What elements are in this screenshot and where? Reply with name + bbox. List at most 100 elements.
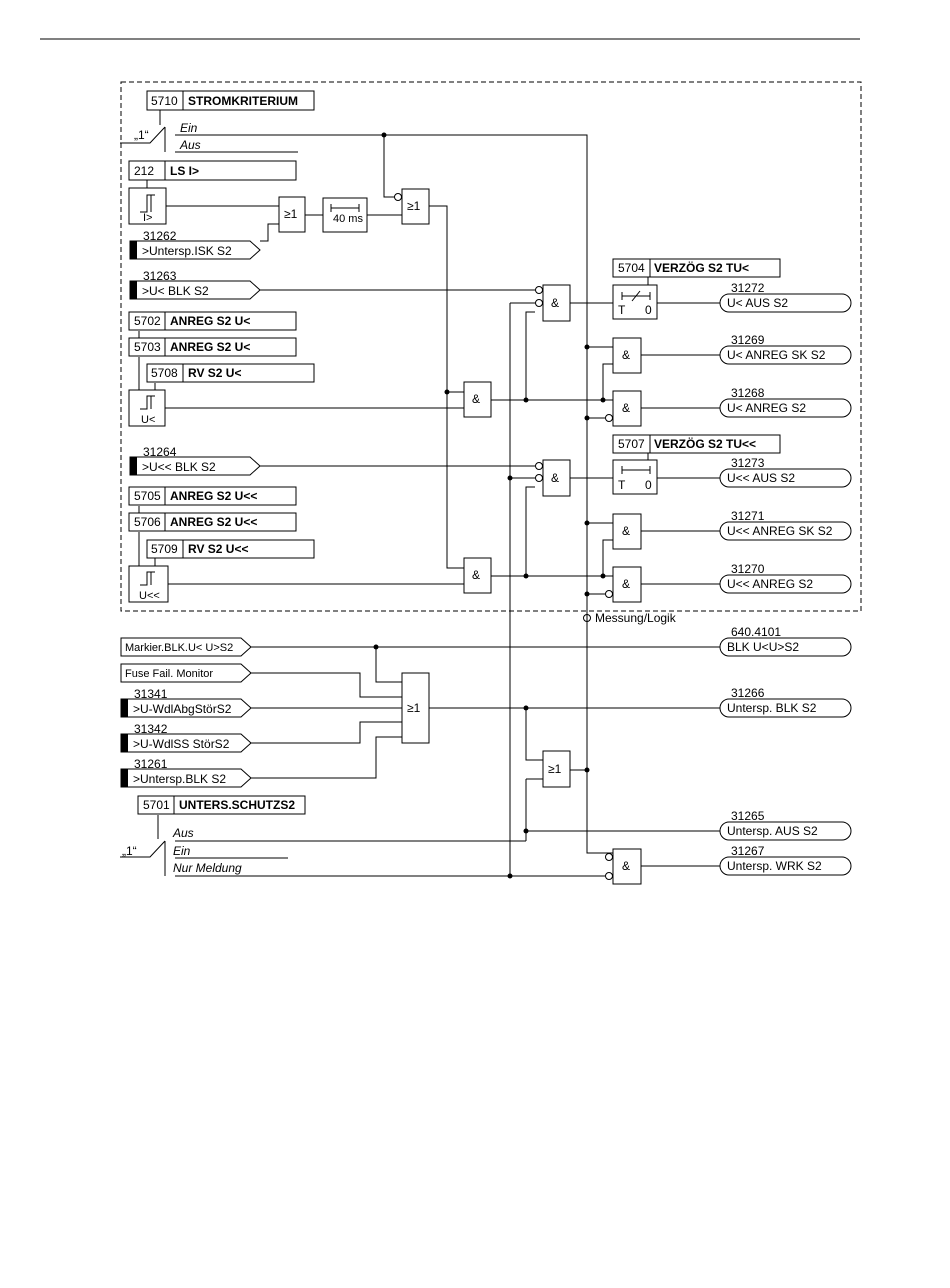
and-gate-u1-main: &: [535, 284, 571, 322]
output-31269: 31269 U< ANREG SK S2: [719, 333, 852, 365]
timer-5704: T 0: [612, 284, 658, 320]
svg-text:&: &: [622, 577, 630, 591]
svg-text:&: &: [472, 392, 480, 406]
svg-text:RV S2 U<<: RV S2 U<<: [188, 542, 248, 556]
svg-text:U< AUS S2: U< AUS S2: [727, 296, 788, 310]
and-gate-u1-sk: &: [612, 337, 642, 374]
svg-text:Aus: Aus: [179, 138, 201, 152]
svg-text:31262: 31262: [143, 229, 177, 243]
svg-text:U< ANREG SK S2: U< ANREG SK S2: [727, 348, 826, 362]
svg-text:≥1: ≥1: [407, 199, 421, 213]
svg-text:>U< BLK S2: >U< BLK S2: [142, 284, 209, 298]
svg-text:5704: 5704: [618, 261, 645, 275]
svg-text:>U-WdlSS StörS2: >U-WdlSS StörS2: [133, 737, 230, 751]
threshold-u2: U<<: [128, 565, 169, 603]
svg-text:T: T: [618, 303, 626, 317]
svg-text:&: &: [472, 568, 480, 582]
svg-text:BLK U<U>S2: BLK U<U>S2: [727, 640, 799, 654]
output-31266: 31266 Untersp. BLK S2: [719, 686, 852, 718]
svg-text:T: T: [618, 478, 626, 492]
output-31272: 31272 U< AUS S2: [719, 281, 852, 313]
and-gate-u1-pickup: &: [463, 381, 492, 418]
svg-text:640.4101: 640.4101: [731, 625, 781, 639]
and-gate-u2-main: &: [535, 459, 571, 497]
svg-text:>U<< BLK S2: >U<< BLK S2: [142, 460, 216, 474]
svg-text:RV S2 U<: RV S2 U<: [188, 366, 241, 380]
svg-text:5706: 5706: [134, 515, 161, 529]
svg-text:31271: 31271: [731, 509, 765, 523]
svg-text:>U-WdlAbgStörS2: >U-WdlAbgStörS2: [133, 702, 232, 716]
junctions: [373, 132, 606, 879]
wires: [120, 110, 720, 877]
svg-text:31272: 31272: [731, 281, 765, 295]
param-5701: 5701 UNTERS.SCHUTZS2: [137, 795, 306, 815]
svg-text:I>: I>: [143, 212, 152, 224]
and-gate-wrk: &: [605, 848, 642, 885]
param-5705: 5705 ANREG S2 U<<: [128, 486, 297, 506]
delay-40ms: 40 ms: [322, 197, 368, 233]
svg-text:>Untersp.BLK S2: >Untersp.BLK S2: [133, 772, 226, 786]
svg-text:31269: 31269: [731, 333, 765, 347]
svg-text:212: 212: [134, 164, 154, 178]
svg-text:5705: 5705: [134, 489, 161, 503]
svg-text:Ein: Ein: [173, 844, 191, 858]
svg-text:&: &: [622, 348, 630, 362]
param-5702: 5702 ANREG S2 U<: [128, 311, 297, 331]
svg-text:U<: U<: [141, 414, 155, 426]
param-5710: 5710 STROMKRITERIUM: [146, 90, 315, 111]
svg-text:5702: 5702: [134, 314, 161, 328]
svg-text:&: &: [622, 524, 630, 538]
input-fuse: Fuse Fail. Monitor: [120, 663, 252, 683]
input-31261: 31261 >Untersp.BLK S2: [120, 757, 252, 788]
svg-text:U<< ANREG S2: U<< ANREG S2: [727, 577, 813, 591]
svg-text:31268: 31268: [731, 386, 765, 400]
input-31264: 31264 >U<< BLK S2: [129, 445, 261, 476]
output-31271: 31271 U<< ANREG SK S2: [719, 509, 852, 541]
svg-text:ANREG S2 U<: ANREG S2 U<: [170, 340, 250, 354]
svg-text:VERZÖG S2 TU<: VERZÖG S2 TU<: [654, 260, 749, 275]
svg-text:Fuse Fail. Monitor: Fuse Fail. Monitor: [125, 668, 213, 680]
svg-text:ANREG S2 U<<: ANREG S2 U<<: [170, 489, 257, 503]
svg-text:„1“: „1“: [122, 844, 137, 858]
input-31262: 31262 >Untersp.ISK S2: [129, 229, 261, 260]
svg-text:Nur Meldung: Nur Meldung: [173, 861, 242, 875]
svg-text:U<< AUS S2: U<< AUS S2: [727, 471, 795, 485]
param-212: 212 LS I>: [128, 160, 297, 181]
and-gate-u2-pickup: &: [463, 557, 492, 594]
svg-text:0: 0: [645, 303, 652, 317]
svg-text:≥1: ≥1: [407, 701, 421, 715]
svg-text:U<<: U<<: [139, 590, 160, 602]
svg-text:>Untersp.ISK S2: >Untersp.ISK S2: [142, 244, 232, 258]
or-gate-2: ≥1: [394, 188, 430, 225]
param-5704: 5704 VERZÖG S2 TU<: [612, 258, 781, 278]
svg-text:31266: 31266: [731, 686, 765, 700]
svg-text:5709: 5709: [151, 542, 178, 556]
svg-text:Untersp. AUS S2: Untersp. AUS S2: [727, 824, 818, 838]
param-5707: 5707 VERZÖG S2 TU<<: [612, 434, 781, 454]
svg-text:31342: 31342: [134, 722, 168, 736]
switch-5710: „1“ Ein Aus: [134, 121, 201, 152]
svg-text:40 ms: 40 ms: [333, 213, 363, 225]
threshold-u1: U<: [128, 389, 166, 427]
param-5709: 5709 RV S2 U<<: [146, 539, 315, 559]
param-5708: 5708 RV S2 U<: [146, 363, 315, 383]
svg-text:5703: 5703: [134, 340, 161, 354]
input-31341: 31341 >U-WdlAbgStörS2: [120, 687, 252, 718]
svg-text:31270: 31270: [731, 562, 765, 576]
or-gate-1: ≥1: [278, 196, 306, 233]
svg-text:31341: 31341: [134, 687, 168, 701]
svg-text:5710: 5710: [151, 94, 178, 108]
svg-text:5708: 5708: [151, 366, 178, 380]
or-gate-blk: ≥1: [401, 672, 430, 744]
and-gate-u2-anreg: &: [605, 566, 642, 603]
svg-text:U<< ANREG SK S2: U<< ANREG SK S2: [727, 524, 833, 538]
input-markier: Markier.BLK.U< U>S2: [120, 637, 252, 657]
svg-text:U< ANREG S2: U< ANREG S2: [727, 401, 806, 415]
svg-text:„1“: „1“: [134, 128, 149, 142]
output-31268: 31268 U< ANREG S2: [719, 386, 852, 418]
svg-text:&: &: [551, 296, 559, 310]
svg-text:31263: 31263: [143, 269, 177, 283]
input-31342: 31342 >U-WdlSS StörS2: [120, 722, 252, 753]
svg-text:UNTERS.SCHUTZS2: UNTERS.SCHUTZS2: [179, 798, 295, 812]
